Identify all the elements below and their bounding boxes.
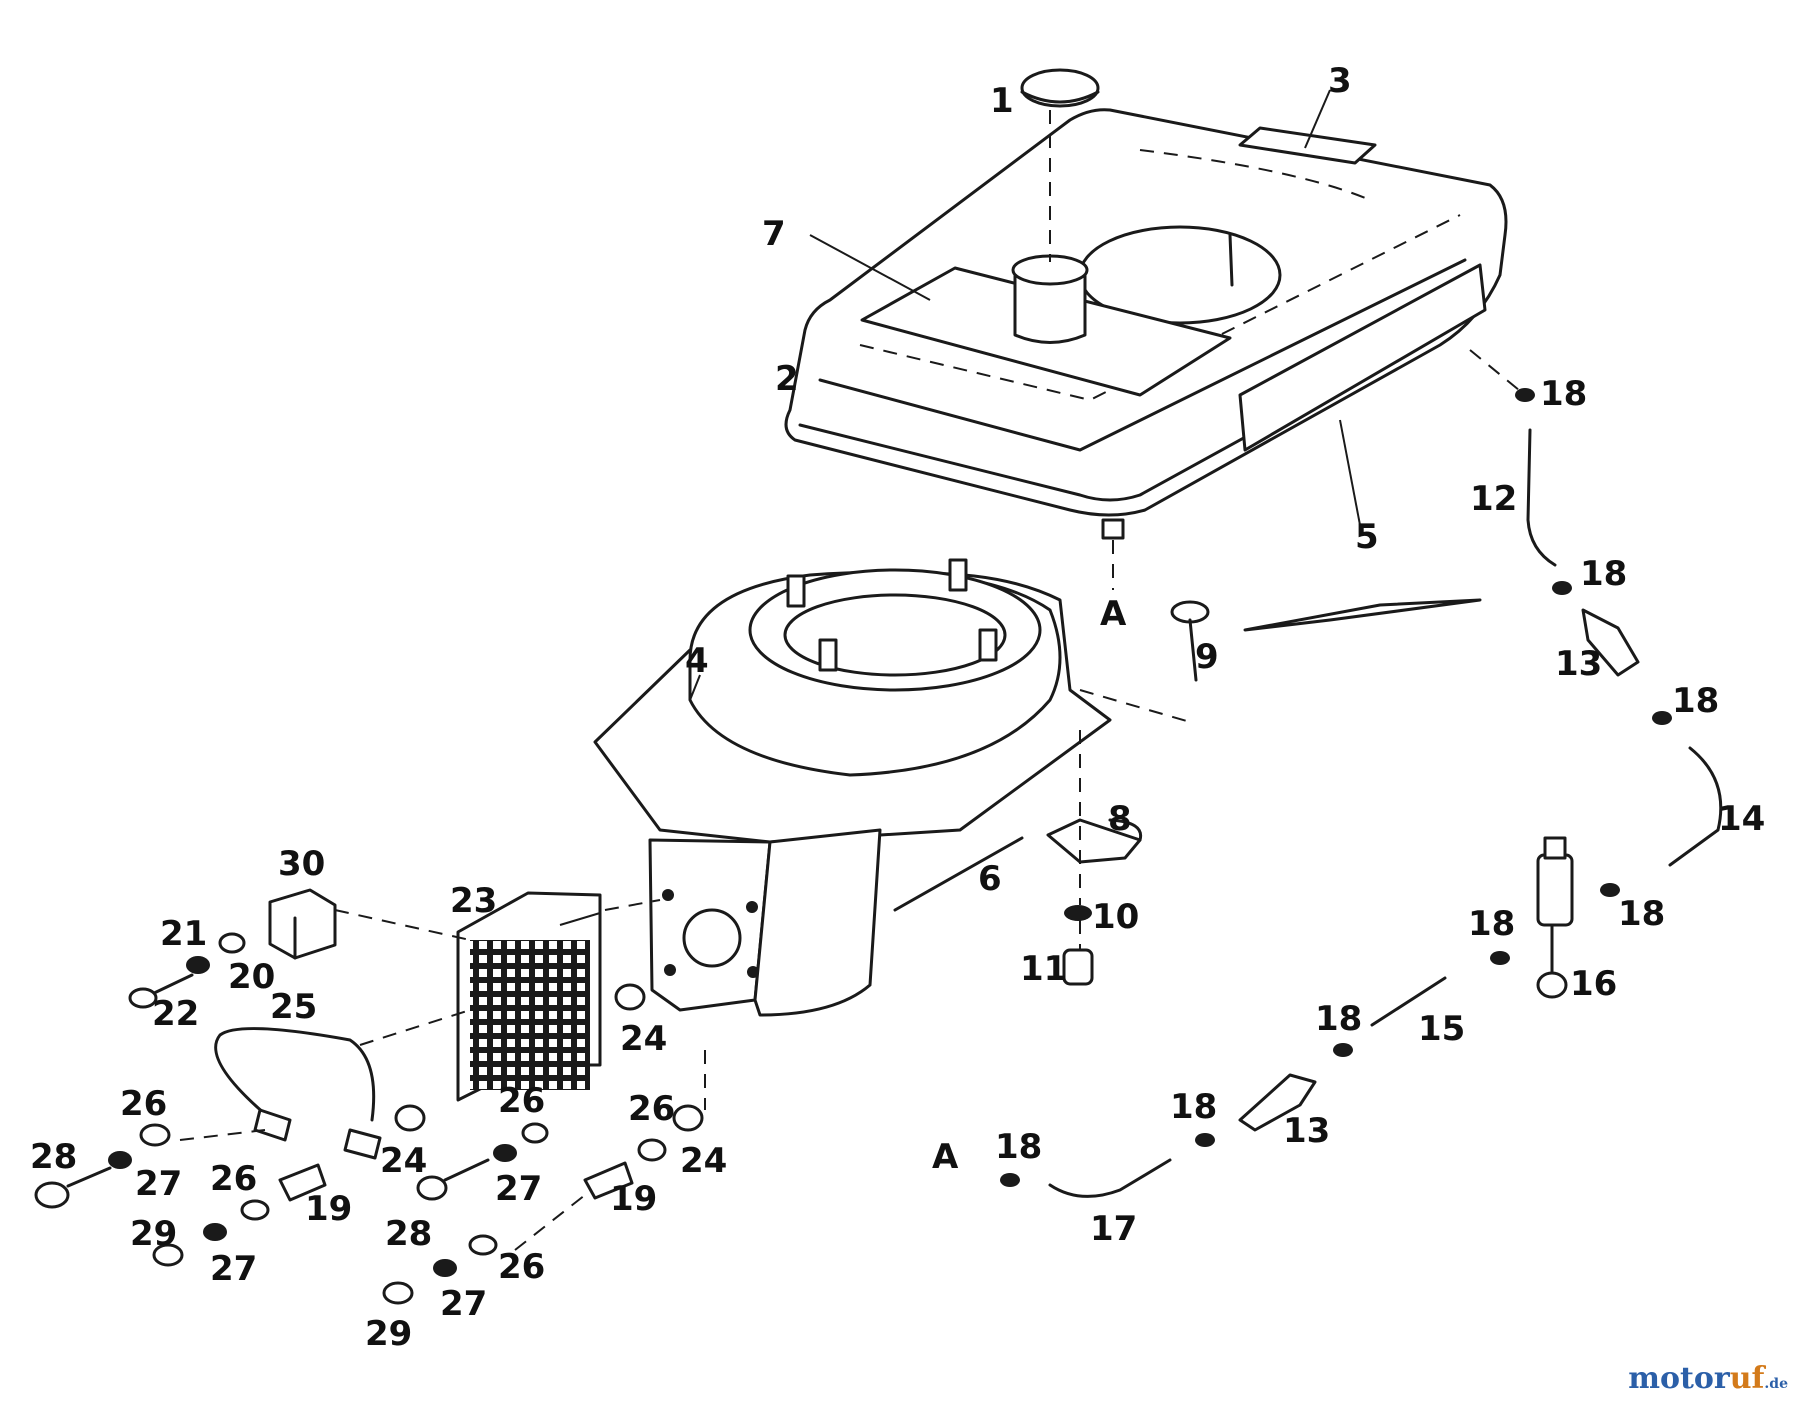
- callout-27-c: 27: [495, 1169, 542, 1209]
- callout-27-b: 27: [210, 1249, 257, 1289]
- callout-29-b: 29: [365, 1314, 412, 1354]
- fan-housing: [593, 558, 1112, 1017]
- callout-19-b: 19: [610, 1179, 657, 1219]
- callout-19-a: 19: [305, 1189, 352, 1229]
- callout-24-a: 24: [620, 1019, 667, 1059]
- callout-14: 14: [1718, 799, 1765, 839]
- callout-13-lower: 13: [1283, 1111, 1330, 1151]
- callout-20: 20: [228, 957, 275, 997]
- callout-A-upper: A: [1100, 594, 1127, 634]
- callout-26-d: 26: [628, 1089, 675, 1129]
- callout-26-a: 26: [120, 1084, 167, 1124]
- callout-11: 11: [1020, 949, 1067, 989]
- watermark-suffix: .de: [1764, 1376, 1788, 1392]
- watermark-logo: motoruf.de: [1628, 1361, 1788, 1396]
- callout-18-h: 18: [995, 1127, 1042, 1167]
- callout-5: 5: [1355, 517, 1379, 557]
- callout-6: 6: [978, 859, 1002, 899]
- callouts: 1 2 3 4 5 6 7 8 9 10 11 12 13 13 14 15 1…: [30, 61, 1765, 1354]
- callout-27-d: 27: [440, 1284, 487, 1324]
- handle-bar: [214, 1027, 382, 1160]
- callout-18-c: 18: [1672, 681, 1719, 721]
- callout-27-a: 27: [135, 1164, 182, 1204]
- callout-12: 12: [1470, 479, 1517, 519]
- hood-cover: [784, 108, 1508, 632]
- callout-4: 4: [685, 641, 709, 681]
- callout-18-f: 18: [1315, 999, 1362, 1039]
- callout-1: 1: [990, 81, 1014, 121]
- callout-25: 25: [270, 987, 317, 1027]
- threaded-rod: [893, 836, 1024, 912]
- callout-26-c: 26: [498, 1081, 545, 1121]
- callout-2: 2: [775, 359, 799, 399]
- callout-18-b: 18: [1580, 554, 1627, 594]
- callout-3: 3: [1328, 61, 1352, 101]
- watermark-part1: motor: [1628, 1361, 1730, 1396]
- callout-10: 10: [1092, 897, 1139, 937]
- bracket: [1046, 818, 1143, 864]
- callout-28-a: 28: [30, 1137, 77, 1177]
- leader-lines: [559, 89, 1361, 926]
- washer-nut: [1062, 905, 1094, 986]
- callout-30: 30: [278, 844, 325, 884]
- hardware-left: [34, 932, 704, 1305]
- callout-18-d: 18: [1618, 894, 1665, 934]
- callout-17: 17: [1090, 1209, 1137, 1249]
- callout-26-b: 26: [210, 1159, 257, 1199]
- callout-13-upper: 13: [1555, 644, 1602, 684]
- watermark-part2: uf: [1729, 1361, 1765, 1396]
- bolt: [1170, 600, 1210, 682]
- callout-18-e: 18: [1468, 904, 1515, 944]
- callout-26-e: 26: [498, 1247, 545, 1287]
- callout-28-b: 28: [385, 1214, 432, 1254]
- callout-16: 16: [1570, 964, 1617, 1004]
- callout-A-lower: A: [932, 1137, 959, 1177]
- callout-7: 7: [762, 214, 786, 254]
- callout-24-b: 24: [380, 1141, 427, 1181]
- assembly-lines: [179, 110, 1526, 1251]
- callout-18-g: 18: [1170, 1087, 1217, 1127]
- fuel-cap: [1020, 68, 1100, 108]
- callout-22: 22: [152, 994, 199, 1034]
- callout-23: 23: [450, 881, 497, 921]
- callout-15: 15: [1418, 1009, 1465, 1049]
- callout-9: 9: [1195, 637, 1219, 677]
- grille: [456, 891, 602, 1102]
- fuel-line-assembly: [1000, 388, 1723, 1198]
- callout-29-a: 29: [130, 1214, 177, 1254]
- mount-block: [268, 888, 337, 960]
- callout-24-c: 24: [680, 1141, 727, 1181]
- callout-18-a: 18: [1540, 374, 1587, 414]
- callout-21: 21: [160, 914, 207, 954]
- callout-8: 8: [1108, 799, 1132, 839]
